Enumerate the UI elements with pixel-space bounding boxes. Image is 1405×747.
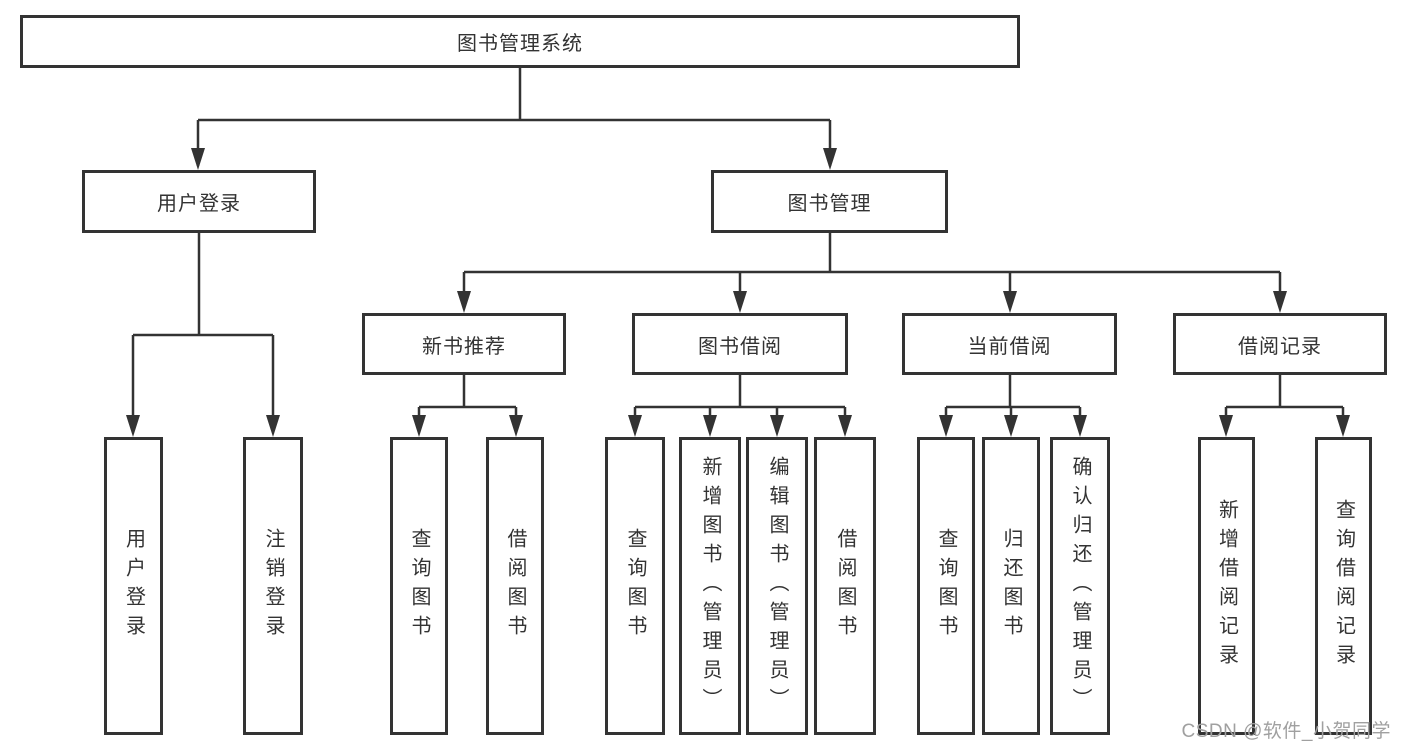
node-label: 借阅图书 bbox=[834, 528, 856, 644]
csdn-watermark: CSDN @软件_小贺同学 bbox=[1181, 721, 1391, 742]
node-borrowing-records: 借阅记录 bbox=[1173, 313, 1387, 375]
node-label: 注销登录 bbox=[262, 528, 284, 644]
leaf-edit-books-admin: 编辑图书（管理员） bbox=[746, 437, 808, 735]
leaf-add-books-admin: 新增图书（管理员） bbox=[679, 437, 741, 735]
leaf-query-books-borrow: 查询图书 bbox=[605, 437, 665, 735]
leaf-query-books-current: 查询图书 bbox=[917, 437, 975, 735]
node-user-login: 用户登录 bbox=[82, 170, 316, 233]
leaf-query-borrow-record: 查询借阅记录 bbox=[1315, 437, 1372, 735]
node-label: 借阅记录 bbox=[1238, 335, 1322, 358]
leaf-add-borrow-record: 新增借阅记录 bbox=[1198, 437, 1255, 735]
node-library-system: 图书管理系统 bbox=[20, 15, 1020, 68]
node-label: 用户登录 bbox=[157, 193, 241, 215]
node-label: 图书借阅 bbox=[698, 335, 782, 358]
node-current-borrowing: 当前借阅 bbox=[902, 313, 1117, 375]
node-label: 编辑图书（管理员） bbox=[766, 455, 788, 717]
node-label: 查询图书 bbox=[624, 528, 646, 644]
node-label: 新书推荐 bbox=[422, 335, 506, 358]
node-label: 借阅图书 bbox=[504, 528, 526, 644]
node-book-borrowing: 图书借阅 bbox=[632, 313, 848, 375]
node-label: 归还图书 bbox=[1000, 528, 1022, 644]
node-new-book-recommendation: 新书推荐 bbox=[362, 313, 566, 375]
node-label: 用户登录 bbox=[122, 528, 145, 644]
arrowheads bbox=[126, 148, 1350, 437]
leaf-user-login: 用户登录 bbox=[104, 437, 163, 735]
leaf-borrow-books: 借阅图书 bbox=[814, 437, 876, 735]
leaf-return-books: 归还图书 bbox=[982, 437, 1040, 735]
node-label: 图书管理 bbox=[787, 193, 872, 215]
node-label: 查询图书 bbox=[935, 528, 957, 644]
leaf-borrow-books-recommend: 借阅图书 bbox=[486, 437, 544, 735]
tree-edges bbox=[131, 66, 1345, 432]
node-label: 新增借阅记录 bbox=[1215, 499, 1238, 673]
leaf-logout: 注销登录 bbox=[243, 437, 303, 735]
leaf-confirm-return-admin: 确认归还（管理员） bbox=[1050, 437, 1110, 735]
node-label: 新增图书（管理员） bbox=[699, 455, 721, 717]
node-label: 图书管理系统 bbox=[457, 33, 583, 55]
node-label: 查询图书 bbox=[408, 528, 430, 644]
node-label: 当前借阅 bbox=[967, 335, 1052, 358]
node-label: 查询借阅记录 bbox=[1332, 499, 1355, 673]
node-book-management: 图书管理 bbox=[711, 170, 948, 233]
leaf-query-books-recommend: 查询图书 bbox=[390, 437, 448, 735]
node-label: 确认归还（管理员） bbox=[1069, 455, 1091, 717]
